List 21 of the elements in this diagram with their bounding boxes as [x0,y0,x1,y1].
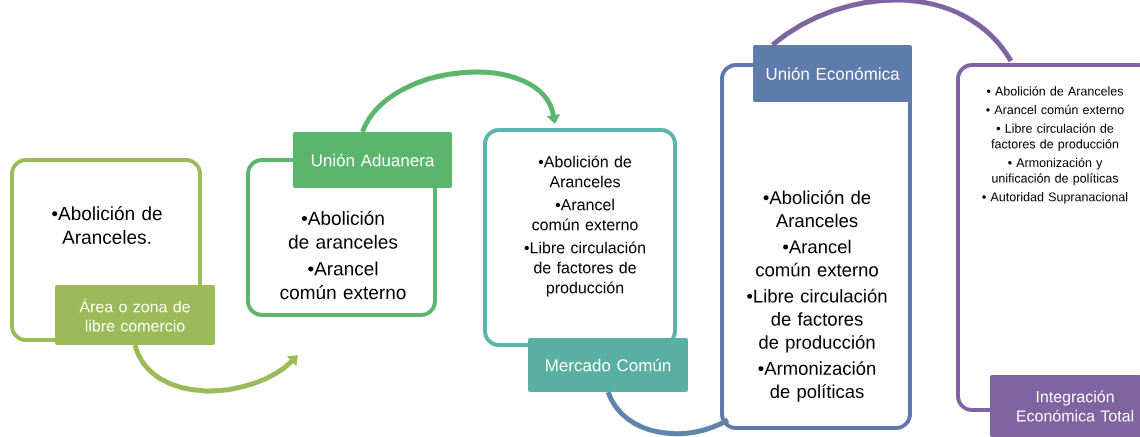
label-box: Unión Económica [753,45,912,102]
label-box: Integración Económica Total [990,375,1140,437]
node-label: •Abolición de Aranceles [763,190,871,228]
bullet-list: •Abolición de aranceles •Arancel común externo [280,210,406,300]
bullet-list: •Abolición de Aranceles •Arancel común externo •Libre circulación de factores de producción [524,155,645,297]
node-label: • Libre circulación de factores de producción [991,123,1119,151]
bullet-list: • Abolición de Aranceles • Arancel común externo • Libre circulación de factores de producción • Armonización y unificación de políticas • Autoridad Supranacional [982,86,1128,204]
node-label: •Libre circulación de factores de producción [747,288,887,353]
label-box: Área o zona de libre comercio [55,285,215,345]
node-label: • Abolición de Aranceles [986,86,1124,96]
label-box: Mercado Común [528,338,688,392]
node-label: •Arancel común externo [756,239,878,277]
node-label: • Armonización y unificación de políticas [992,157,1119,186]
bullet-list: •Abolición de Aranceles •Arancel común externo •Libre circulación de factores de producción •Armonización de políticas [747,190,887,402]
node-label: • Arancel común externo [986,104,1124,115]
node-label: • Autoridad Supranacional [982,192,1128,204]
label-box: Unión Aduanera [293,132,452,188]
curved-arrow [360,69,561,133]
curved-arrow [132,344,298,394]
bullet-list: •Abolición de Aranceles. [52,206,162,244]
node-label: •Armonización de políticas [758,361,876,402]
